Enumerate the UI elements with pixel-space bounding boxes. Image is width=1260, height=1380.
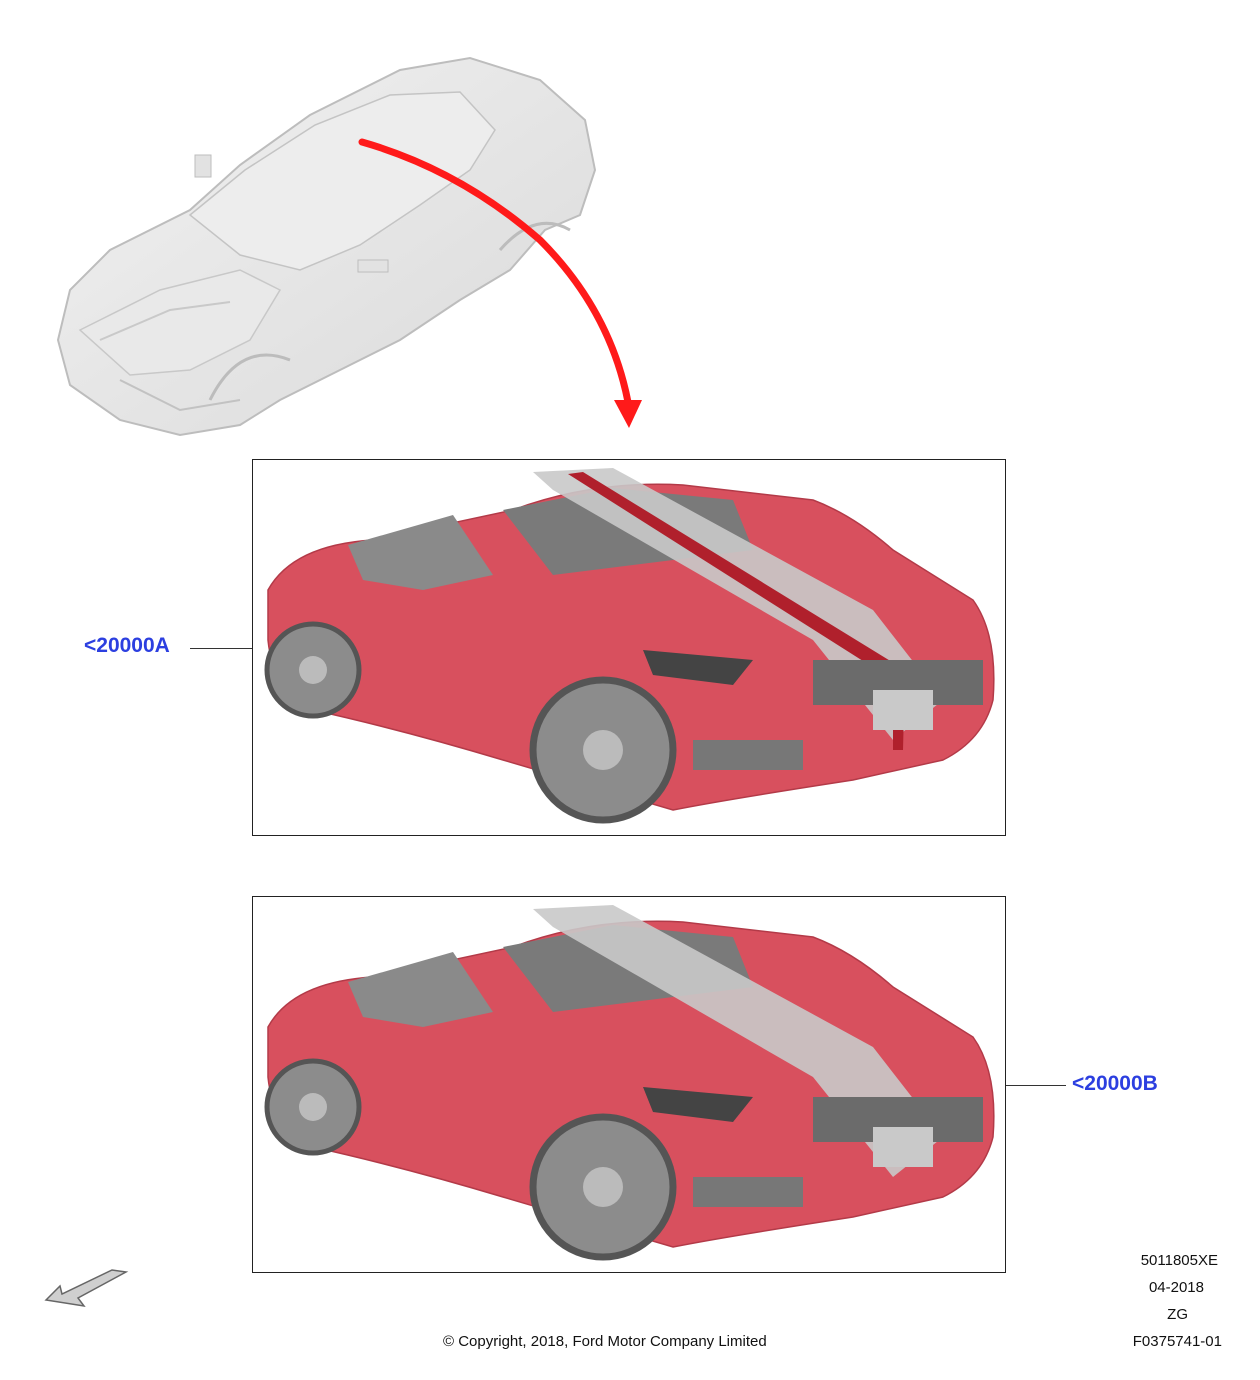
- orientation-arrow-icon: [44, 1269, 129, 1308]
- figure-number: F0375741-01: [1132, 1333, 1222, 1350]
- illustration-date: 04-2018: [1148, 1279, 1204, 1296]
- illustration-variant: ZG: [1167, 1306, 1188, 1323]
- callout-20000b[interactable]: <20000B: [1072, 1072, 1158, 1095]
- stripe-option-a-frame: [252, 459, 1006, 836]
- callout-a-leader-line: [190, 648, 252, 649]
- car-with-stripes-icon: [264, 468, 995, 824]
- pointer-arrow-icon: [358, 138, 642, 428]
- illustration-code: 5011805XE: [1140, 1252, 1218, 1269]
- ghost-car-body-icon: [56, 56, 597, 437]
- callout-20000a[interactable]: <20000A: [84, 634, 170, 657]
- copyright-notice: © Copyright, 2018, Ford Motor Company Li…: [443, 1333, 767, 1350]
- pointer-arrow: [340, 130, 660, 440]
- car-with-stripes-icon: [264, 905, 995, 1261]
- stripe-option-b-frame: [252, 896, 1006, 1273]
- orientation-arrow: [40, 1262, 130, 1312]
- callout-b-leader-line: [1006, 1085, 1066, 1086]
- ghost-car-body: [40, 40, 620, 450]
